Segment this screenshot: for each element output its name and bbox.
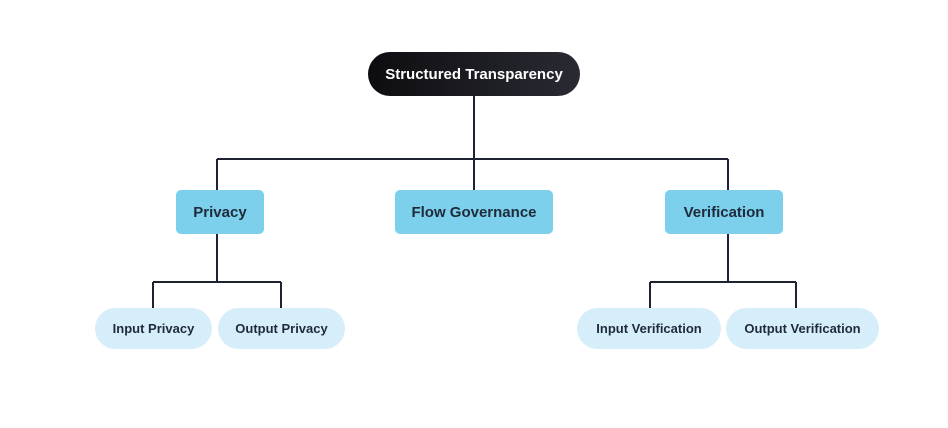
leaf-node-input-privacy: Input Privacy xyxy=(95,308,212,349)
branch-node-privacy: Privacy xyxy=(176,190,264,234)
leaf-node-output-privacy: Output Privacy xyxy=(218,308,345,349)
leaf-node-output-verification: Output Verification xyxy=(726,308,879,349)
leaf-node-input-verification: Input Verification xyxy=(577,308,721,349)
branch-node-flow-governance: Flow Governance xyxy=(395,190,553,234)
root-node-structured-transparency: Structured Transparency xyxy=(368,52,580,96)
branch-node-verification: Verification xyxy=(665,190,783,234)
